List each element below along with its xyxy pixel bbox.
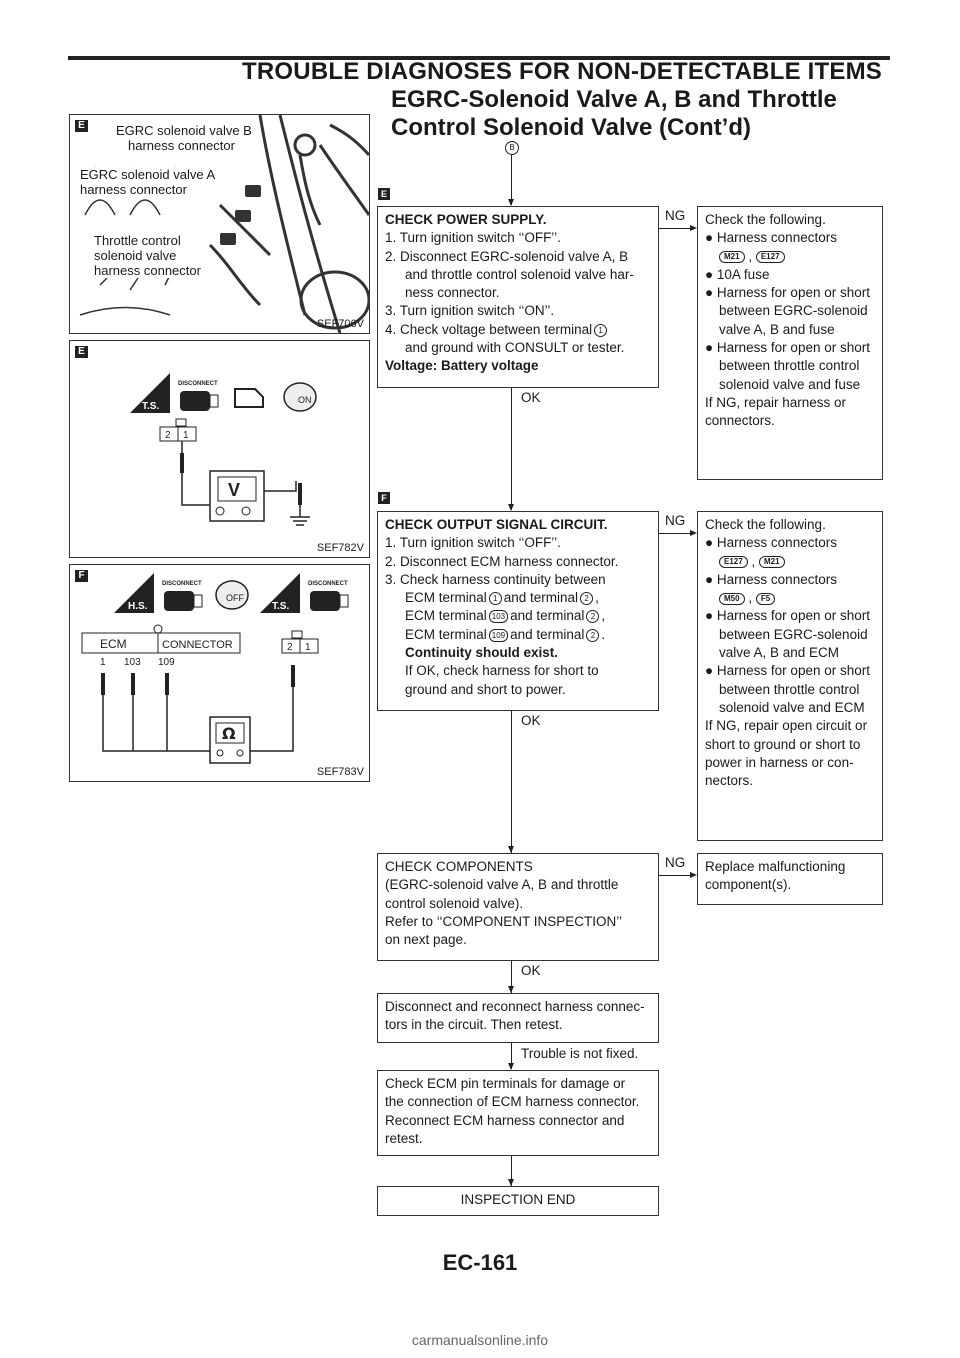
arrow-right-icon (690, 530, 697, 536)
arrow-down-icon (508, 504, 514, 511)
flow-line (659, 533, 693, 534)
svg-text:1: 1 (305, 642, 311, 653)
figure-code: SEF783V (316, 766, 364, 778)
ok-label: OK (521, 390, 541, 405)
connector-badge: M21 (719, 251, 745, 264)
arrow-down-icon (508, 846, 514, 853)
figure-tag: F (75, 570, 88, 582)
voltage-check-diagram: T.S. DISCONNECT ON 2 1 V (130, 373, 317, 526)
arrow-down-icon (508, 199, 514, 206)
inspection-end-box: INSPECTION END (377, 1186, 659, 1216)
ng-label: NG (665, 855, 686, 870)
flow-line (511, 388, 512, 510)
check-ecm-pin-box: Check ECM pin terminals for damage or th… (377, 1070, 659, 1156)
connector-badge: M21 (758, 556, 785, 569)
flow-line (511, 1043, 512, 1069)
check-components-box: CHECK COMPONENTS (EGRC-solenoid valve A,… (377, 853, 659, 961)
ok-label: OK (521, 963, 541, 978)
check-output-signal-box: CHECK OUTPUT SIGNAL CIRCUIT. 1. Turn ign… (377, 511, 659, 711)
ts-label: T.S. (142, 401, 159, 412)
ng-label: NG (665, 513, 686, 528)
section-title: TROUBLE DIAGNOSES FOR NON-DETECTABLE ITE… (242, 58, 882, 85)
header-rule (68, 56, 890, 60)
svg-text:V: V (228, 480, 240, 500)
connector-badge: E127 (719, 556, 748, 569)
connector-badge: E127 (755, 251, 785, 264)
start-connector-b: B (505, 141, 519, 155)
continuity-check-diagram: H.S. DISCONNECT OFF T.S. DISCONNECT ECM … (81, 573, 349, 764)
page-title: EGRC-Solenoid Valve A, B and Throttle Co… (391, 86, 837, 141)
figure-code: SEF782V (316, 542, 364, 554)
connector-badge: F5 (755, 592, 776, 605)
connector-badge: M50 (719, 592, 745, 605)
ng-label: NG (665, 208, 686, 223)
on-label: ON (298, 395, 312, 405)
step-tag: F (378, 492, 390, 504)
output-ng-box: Check the following. ● Harness connector… (697, 511, 883, 841)
svg-text:OFF: OFF (226, 593, 244, 603)
svg-text:103: 103 (124, 657, 141, 668)
arrow-down-icon (508, 986, 514, 993)
figure-tag: E (75, 346, 88, 358)
arrow-down-icon (508, 1179, 514, 1186)
figure-tag: E (75, 120, 88, 132)
svg-text:2: 2 (287, 642, 293, 653)
svg-text:Ω: Ω (222, 724, 236, 743)
flow-line (511, 1156, 512, 1186)
ok-label: OK (521, 713, 541, 728)
flow-line (659, 875, 693, 876)
svg-text:1: 1 (183, 430, 189, 441)
flow-line (511, 961, 512, 993)
svg-text:DISCONNECT: DISCONNECT (308, 581, 348, 587)
check-power-supply-box: CHECK POWER SUPPLY. 1. Turn ignition swi… (377, 206, 659, 388)
svg-text:H.S.: H.S. (128, 601, 148, 612)
flow-line (659, 228, 693, 229)
flow-line (511, 711, 512, 853)
svg-text:ECM: ECM (100, 637, 127, 651)
disconnect-label: DISCONNECT (178, 381, 218, 387)
figure-continuity-check: F H.S. DISCONNECT OFF T.S. DISCONNECT EC… (69, 564, 370, 782)
figure-voltage-check: E T.S. DISCONNECT ON 2 1 V SEF782V (69, 340, 370, 558)
arrow-right-icon (690, 872, 697, 878)
svg-text:T.S.: T.S. (272, 601, 289, 612)
result-label: Trouble is not fixed. (521, 1046, 639, 1061)
svg-text:1: 1 (100, 657, 106, 668)
flow-line (511, 155, 512, 205)
reconnect-box: Disconnect and reconnect harness connec-… (377, 993, 659, 1043)
svg-text:DISCONNECT: DISCONNECT (162, 581, 202, 587)
svg-text:CONNECTOR: CONNECTOR (162, 639, 233, 651)
watermark: carmanualsonline.info (411, 1332, 549, 1348)
step-tag: E (378, 188, 390, 200)
components-ng-box: Replace malfunctioning component(s). (697, 853, 883, 905)
power-ng-box: Check the following. ● Harness connector… (697, 206, 883, 480)
terminal-badge: 1 (594, 323, 608, 337)
figure-code: SEF706V (316, 318, 364, 330)
arrow-down-icon (508, 1063, 514, 1070)
svg-text:109: 109 (158, 657, 175, 668)
page-number: EC-161 (442, 1250, 518, 1275)
svg-text:2: 2 (165, 430, 171, 441)
arrow-right-icon (690, 225, 697, 231)
